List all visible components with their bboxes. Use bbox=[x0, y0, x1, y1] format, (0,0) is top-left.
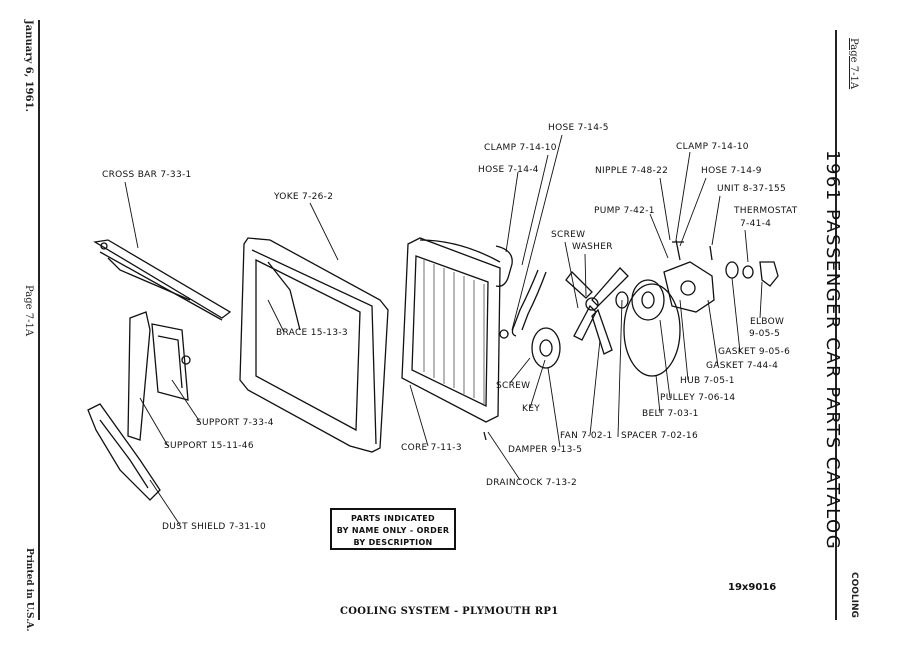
label-yoke: YOKE 7-26-2 bbox=[274, 192, 334, 202]
label-pulley: PULLEY 7-06-14 bbox=[660, 393, 736, 403]
label-gasket-2: GASKET 9-05-6 bbox=[718, 347, 791, 357]
notice-line-1: PARTS INDICATED bbox=[351, 514, 435, 523]
label-pump: PUMP 7-42-1 bbox=[594, 206, 655, 216]
label-clamp-2: CLAMP 7-14-10 bbox=[676, 142, 749, 152]
label-washer: WASHER bbox=[572, 242, 613, 252]
spacer-part bbox=[615, 291, 629, 309]
label-gasket-1: GASKET 7-44-4 bbox=[706, 361, 779, 371]
damper-part bbox=[531, 327, 561, 369]
right-margin-rule bbox=[835, 30, 837, 620]
radiator-core-part bbox=[401, 237, 501, 441]
fan-part bbox=[565, 267, 629, 355]
label-clamp-1: CLAMP 7-14-10 bbox=[484, 143, 557, 153]
yoke-part bbox=[239, 237, 389, 453]
support-parts bbox=[127, 311, 191, 441]
notice-line-2: BY NAME ONLY - ORDER bbox=[336, 526, 450, 535]
label-hose-3: HOSE 7-14-9 bbox=[701, 166, 762, 176]
label-fan: FAN 7-02-1 bbox=[560, 431, 613, 441]
label-screw-2: SCREW bbox=[496, 381, 531, 391]
label-draincock: DRAINCOCK 7-13-2 bbox=[486, 478, 577, 488]
parts-notice-box: PARTS INDICATED BY NAME ONLY - ORDER BY … bbox=[330, 508, 456, 550]
label-support-1: SUPPORT 7-33-4 bbox=[196, 418, 274, 428]
label-cross-bar: CROSS BAR 7-33-1 bbox=[102, 170, 192, 180]
dust-shield-part bbox=[87, 403, 161, 501]
label-brace: BRACE 15-13-3 bbox=[276, 328, 348, 338]
label-nipple: NIPPLE 7-48-22 bbox=[595, 166, 669, 176]
label-spacer: SPACER 7-02-16 bbox=[621, 431, 698, 441]
pump-assembly-parts bbox=[663, 239, 779, 313]
label-hub: HUB 7-05-1 bbox=[680, 376, 735, 386]
label-key: KEY bbox=[522, 404, 540, 414]
label-elbow-2: 9-05-5 bbox=[749, 329, 781, 339]
label-core: CORE 7-11-3 bbox=[401, 443, 462, 453]
figure-number: 19x9016 bbox=[728, 582, 777, 593]
notice-line-3: BY DESCRIPTION bbox=[353, 538, 433, 547]
label-support-2: SUPPORT 15-11-46 bbox=[164, 441, 254, 451]
left-margin-rule bbox=[38, 20, 40, 620]
leader-lines bbox=[124, 134, 763, 526]
hose-parts bbox=[495, 245, 547, 339]
label-unit: UNIT 8-37-155 bbox=[717, 184, 787, 194]
label-thermostat-2: 7-41-4 bbox=[740, 219, 772, 229]
label-hose-2: HOSE 7-14-4 bbox=[478, 165, 539, 175]
label-damper: DAMPER 9-13-5 bbox=[508, 445, 583, 455]
label-screw-1: SCREW bbox=[551, 230, 586, 240]
label-belt: BELT 7-03-1 bbox=[642, 409, 699, 419]
cross-bar-part bbox=[93, 239, 232, 321]
label-dust-shield: DUST SHIELD 7-31-10 bbox=[162, 522, 267, 532]
figure-caption: COOLING SYSTEM - PLYMOUTH RP1 bbox=[340, 606, 559, 617]
label-elbow-1: ELBOW bbox=[750, 317, 785, 327]
pulley-belt-parts bbox=[623, 279, 681, 377]
label-hose-1: HOSE 7-14-5 bbox=[548, 123, 609, 133]
label-thermostat-1: THERMOSTAT bbox=[734, 206, 798, 216]
